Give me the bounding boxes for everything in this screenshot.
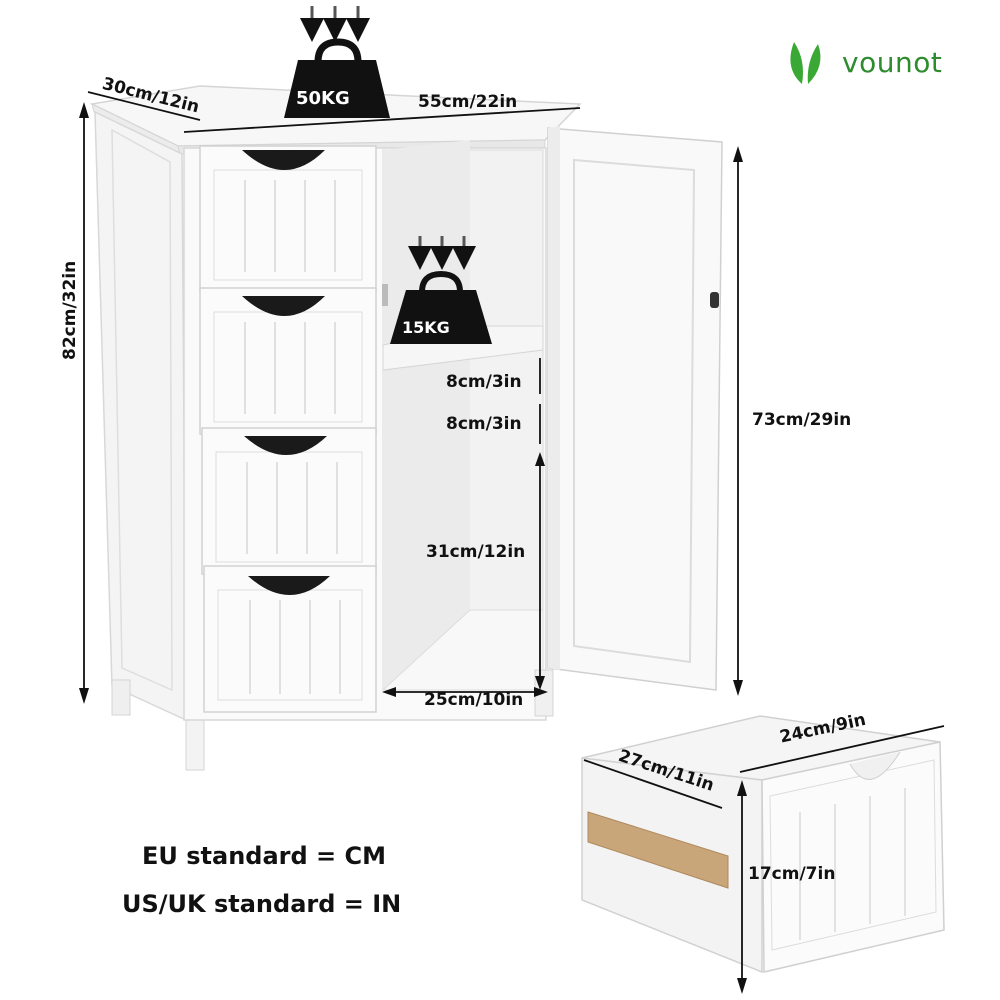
drawer-detail [581,715,945,994]
drawer-height-label: 17cm/7in [748,864,836,884]
drawer-1 [199,145,377,293]
brand-name: vounot [842,45,943,79]
shelf-gap-2-label: 8cm/3in [446,414,522,434]
weight-15kg-icon [390,236,492,344]
drawer-3 [201,427,377,575]
shelf-gap-1-label: 8cm/3in [446,372,522,392]
drawer-2 [199,287,377,435]
lower-height-label: 31cm/12in [426,542,526,562]
drawer-4 [203,565,377,713]
weight-50kg-icon [284,6,390,118]
drawers [199,145,377,713]
width-label: 55cm/22in [418,92,518,112]
height-label: 82cm/32in [60,260,80,360]
weight-15kg-label: 15KG [402,318,450,337]
weight-50kg-label: 50KG [296,88,350,109]
us-standard-text: US/UK standard = IN [122,890,402,918]
door-handle [710,292,719,308]
inner-width-label: 25cm/10in [424,690,524,710]
brand-logo: vounot [780,36,942,88]
dimension-lines [79,91,743,704]
door-height-label: 73cm/29in [752,410,852,430]
cabinet-door [547,126,723,691]
leaf-logo-icon [790,42,821,84]
eu-standard-text: EU standard = CM [142,842,386,870]
